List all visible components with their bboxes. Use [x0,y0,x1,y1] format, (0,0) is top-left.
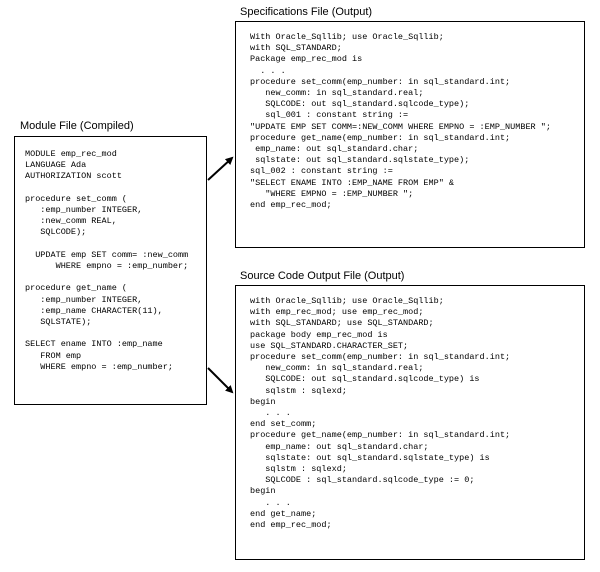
code-line: . . . [250,497,291,508]
code-line: FROM emp [25,350,82,361]
code-line: with SQL_STANDARD; use SQL_STANDARD; [250,318,434,329]
code-line: . . . [250,65,286,76]
code-line: SQLCODE : sql_standard.sqlcode_type := 0… [250,475,475,486]
code-line: end emp_rec_mod; [250,520,332,531]
source-code-file-box: with Oracle_Sqllib; use Oracle_Sqllib; w… [235,285,585,560]
module-file-code: MODULE emp_rec_mod LANGUAGE Ada AUTHORIZ… [25,149,188,373]
code-line: SQLCODE); [25,227,87,238]
code-line: WHERE empno = :emp_number; [25,261,189,272]
code-line: :emp_number INTEGER, [25,205,143,216]
code-line [25,183,30,193]
code-line: sql_001 : constant string := [250,110,409,121]
code-line: sqlstate: out sql_standard.sqlstate_type… [250,155,470,166]
code-line [25,272,30,282]
code-line: :emp_number INTEGER, [25,294,143,305]
specifications-file-title: Specifications File (Output) [240,6,373,18]
module-file-title: Module File (Compiled) [20,120,134,132]
code-line: with Oracle_Sqllib; use Oracle_Sqllib; [250,296,444,306]
code-line: sql_002 : constant string := [250,166,393,177]
code-line: end get_name; [250,508,317,519]
code-line: procedure get_name ( [25,283,128,294]
code-line: sqlstm : sqlexd; [250,385,347,396]
code-line: procedure get_name(emp_number: in sql_st… [250,132,511,143]
code-line: emp_name: out sql_standard.char; [250,441,429,452]
code-line: new_comm: in sql_standard.real; [250,88,424,99]
code-line: "SELECT ENAME INTO :EMP_NAME FROM EMP" & [250,177,455,188]
code-line: MODULE emp_rec_mod [25,149,117,159]
code-line: begin [250,396,276,407]
code-line: WHERE empno = :emp_number; [25,361,173,372]
source-code-file-code: with Oracle_Sqllib; use Oracle_Sqllib; w… [250,296,510,531]
code-line: use SQL_STANDARD.CHARACTER_SET; [250,340,409,351]
code-line: Package emp_rec_mod is [250,54,363,65]
module-file-box: MODULE emp_rec_mod LANGUAGE Ada AUTHORIZ… [14,136,207,405]
code-line: With Oracle_Sqllib; use Oracle_Sqllib; [250,32,444,42]
code-line: :emp_name CHARACTER(11), [25,305,163,316]
code-line: procedure set_comm(emp_number: in sql_st… [250,352,511,363]
code-line: SQLCODE: out sql_standard.sqlcode_type); [250,99,470,110]
code-line: . . . [250,408,291,419]
specifications-file-box: With Oracle_Sqllib; use Oracle_Sqllib; w… [235,21,585,248]
specifications-file-code: With Oracle_Sqllib; use Oracle_Sqllib; w… [250,32,551,211]
arrow-to-specifications [207,156,234,181]
code-line: begin [250,486,276,497]
code-line: SELECT ename INTO :emp_name [25,339,163,350]
code-line: with SQL_STANDARD; [250,43,342,54]
code-line: end emp_rec_mod; [250,200,332,211]
code-line: package body emp_rec_mod is [250,329,388,340]
code-line: AUTHORIZATION scott [25,171,122,182]
code-line: new_comm: in sql_standard.real; [250,363,424,374]
code-line: sqlstm : sqlexd; [250,464,347,475]
code-line: end set_comm; [250,419,317,430]
code-line: sqlstate: out sql_standard.sqlstate_type… [250,452,490,463]
code-line: SQLSTATE); [25,317,92,328]
code-line: :new_comm REAL, [25,216,117,227]
code-line: "WHERE EMPNO = :EMP_NUMBER "; [250,188,414,199]
code-line: LANGUAGE Ada [25,160,87,171]
code-line [25,328,30,338]
code-line: SQLCODE: out sql_standard.sqlcode_type) … [250,374,480,385]
code-line: emp_name: out sql_standard.char; [250,144,419,155]
code-line: "UPDATE EMP SET COMM=:NEW_COMM WHERE EMP… [250,121,551,132]
source-code-file-title: Source Code Output File (Output) [240,270,405,282]
code-line: with emp_rec_mod; use emp_rec_mod; [250,307,424,318]
arrow-to-source-code [207,367,234,394]
code-line: procedure set_comm ( [25,193,128,204]
code-line [25,239,30,249]
code-line: procedure set_comm(emp_number: in sql_st… [250,76,511,87]
code-line: procedure get_name(emp_number: in sql_st… [250,430,511,441]
code-line: UPDATE emp SET comm= :new_comm [25,249,189,260]
